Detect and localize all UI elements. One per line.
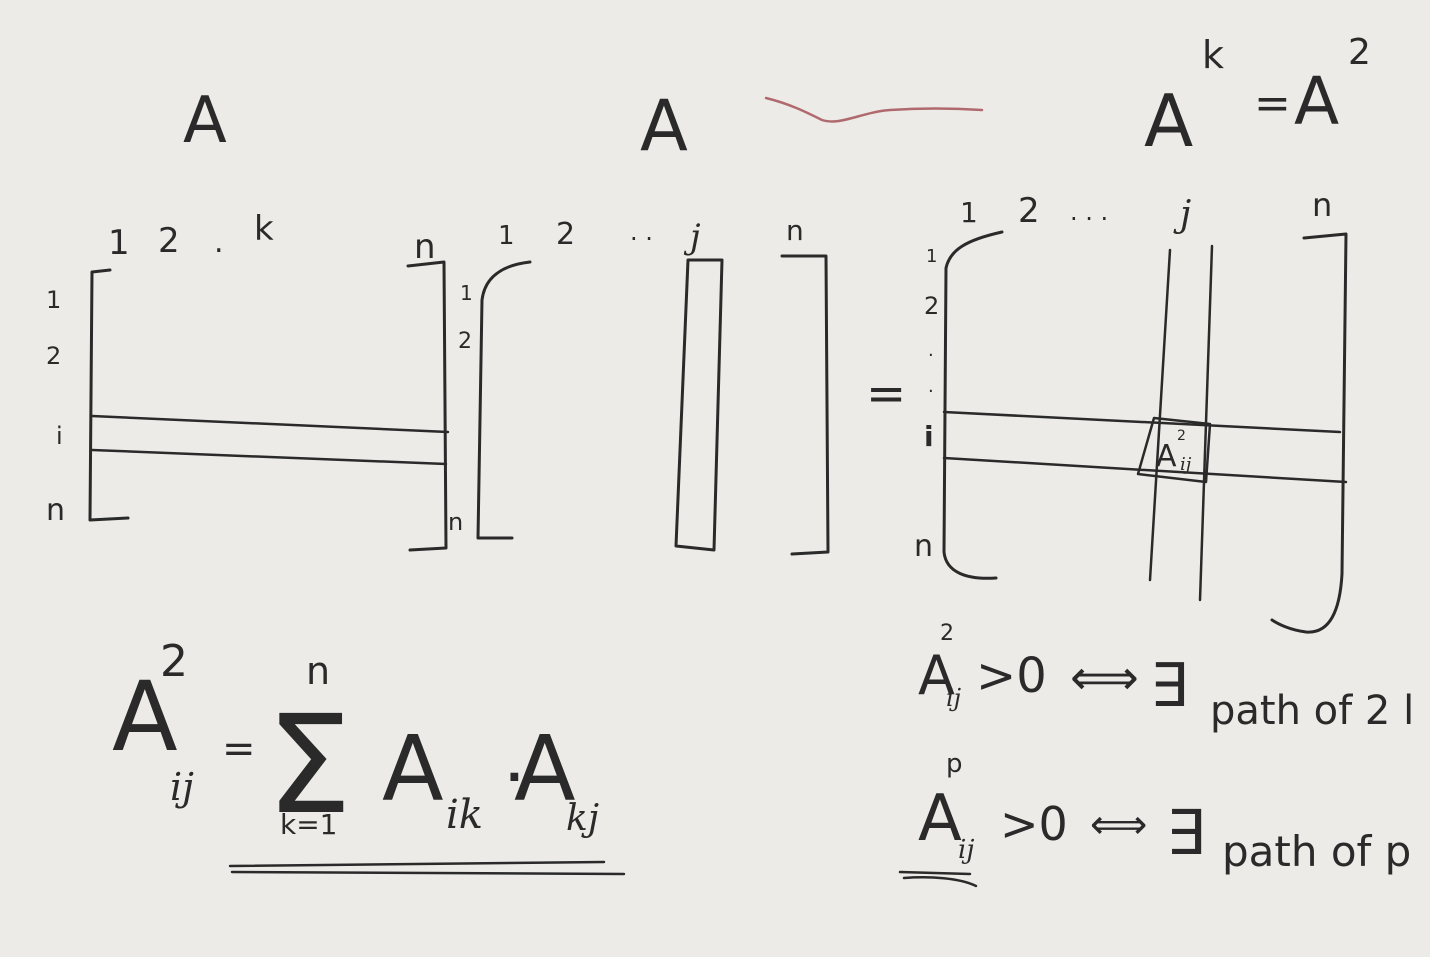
matrix-left-col-label: 1	[108, 223, 130, 263]
matrix-right-cell-sub: ij	[1180, 454, 1192, 475]
matrix-right-title-base: A	[1144, 79, 1193, 163]
matrix-right-title-exp: k	[1202, 33, 1224, 77]
formula-dot: ·	[506, 752, 523, 803]
statement-2: A p ij >0 ⟺ ∃ path of p	[898, 749, 1411, 888]
matrix-left-col-label: k	[254, 209, 274, 249]
statement-2-sub: ij	[958, 835, 974, 865]
matrix-right-row-label: .	[928, 376, 934, 397]
matrix-left-left-bracket	[88, 268, 130, 522]
matrix-right-col-line-left	[1148, 248, 1172, 582]
matrix-right-row-line-top	[942, 410, 1342, 434]
matrix-equals-sign: =	[866, 366, 906, 422]
matrix-left: A 1 2 . k n 1 2 i n	[46, 84, 450, 552]
matrix-right: A k = A 2 1 2 . . . j n 1 2 . . i n A 2 …	[914, 32, 1371, 634]
formula-sum: A 2 ij = Σ n k=1 A ik · A kj	[112, 636, 626, 876]
statement-1: A 2 ij >0 ⟺ ∃ path of 2 l	[918, 621, 1414, 734]
formula-term1-sub: ik	[446, 792, 483, 838]
matrix-mid-row-label: 1	[460, 281, 473, 305]
statement-2-exists: ∃	[1166, 796, 1205, 869]
matrix-right-title-eq: =	[1254, 78, 1291, 129]
matrix-left-row-label: 2	[46, 342, 61, 370]
matrix-left-title: A	[183, 84, 227, 158]
matrix-mid-col-label: 1	[498, 221, 515, 251]
matrix-right-row-label: .	[928, 340, 934, 361]
statement-1-exists: ∃	[1150, 651, 1188, 721]
matrix-left-col-label: .	[214, 225, 224, 260]
statement-1-base: A	[918, 644, 955, 707]
matrix-left-row-label: 1	[46, 286, 61, 314]
matrix-mid-title: A	[640, 85, 688, 167]
matrix-mid-row-label: n	[448, 508, 463, 536]
matrix-left-col-label: n	[414, 227, 436, 267]
matrix-mid-col-label: n	[786, 214, 804, 247]
statement-2-rel: >0	[1000, 797, 1068, 851]
statement-1-sub: ij	[946, 684, 962, 712]
matrix-left-col-label: 2	[158, 221, 180, 261]
statement-1-rel: >0	[976, 648, 1047, 704]
matrix-right-col-label: n	[1312, 186, 1332, 224]
formula-sigma: Σ	[266, 687, 352, 845]
formula-lhs-base: A	[112, 661, 178, 773]
matrix-right-cell-box	[1136, 416, 1212, 484]
matrix-mid-left-bracket	[476, 260, 532, 540]
matrix-right-col-label: 1	[960, 196, 978, 229]
matrix-mid-column-box	[674, 258, 724, 552]
matrix-left-right-bracket	[406, 260, 448, 552]
matrix-right-left-bracket	[942, 230, 1004, 580]
matrix-left-row-line-bottom	[90, 448, 448, 466]
statement-1-text: path of 2 l	[1210, 688, 1414, 734]
matrix-right-row-label: 2	[924, 292, 939, 320]
red-marker-stroke	[764, 96, 984, 123]
statement-1-exp: 2	[940, 621, 954, 646]
matrix-left-row-label: i	[56, 422, 63, 450]
formula-underline-1	[228, 860, 606, 868]
formula-sigma-bottom: k=1	[280, 808, 338, 841]
matrix-right-right-bracket	[1270, 232, 1348, 634]
matrix-right-col-label: 2	[1018, 191, 1040, 231]
statement-1-iff: ⟺	[1070, 650, 1139, 706]
statement-2-underline-1	[898, 870, 972, 876]
matrix-right-row-label: 1	[926, 246, 937, 267]
matrix-mid-col-label: 2	[556, 217, 575, 252]
statement-2-base: A	[918, 782, 962, 856]
formula-term1-base: A	[382, 717, 444, 822]
statement-2-text: path of p	[1222, 827, 1411, 876]
matrix-right-title-rhs-exp: 2	[1348, 32, 1371, 73]
formula-underline-2	[230, 870, 626, 876]
formula-lhs-sub: ij	[170, 765, 194, 809]
statement-2-exp: p	[946, 749, 963, 779]
statement-2-iff: ⟺	[1090, 802, 1147, 848]
matrix-right-row-label: i	[924, 420, 934, 453]
matrix-left-row-label: n	[46, 493, 65, 528]
statement-2-underline-2	[902, 876, 978, 888]
formula-term2-base: A	[514, 717, 576, 822]
matrix-mid-row-label: 2	[458, 329, 472, 354]
matrix-right-cell-base: A	[1156, 439, 1177, 474]
formula-eq: =	[222, 726, 256, 772]
matrix-right-cell-exp: 2	[1177, 428, 1186, 444]
formula-lhs-exp: 2	[160, 636, 188, 687]
matrix-mid-right-bracket	[780, 254, 830, 556]
formula-term2-sub: kj	[566, 798, 599, 839]
matrix-mid: A 1 2 . . j n 1 2 n	[448, 85, 830, 556]
matrix-right-col-label: . . .	[1070, 198, 1108, 226]
matrix-mid-col-label: . .	[630, 218, 653, 246]
matrix-right-title-rhs: A	[1294, 63, 1339, 140]
matrix-right-row-label: n	[914, 529, 933, 564]
matrix-left-row-line-top	[90, 414, 450, 434]
matrix-right-row-line-bottom	[942, 456, 1348, 484]
formula-sigma-top: n	[306, 649, 330, 693]
